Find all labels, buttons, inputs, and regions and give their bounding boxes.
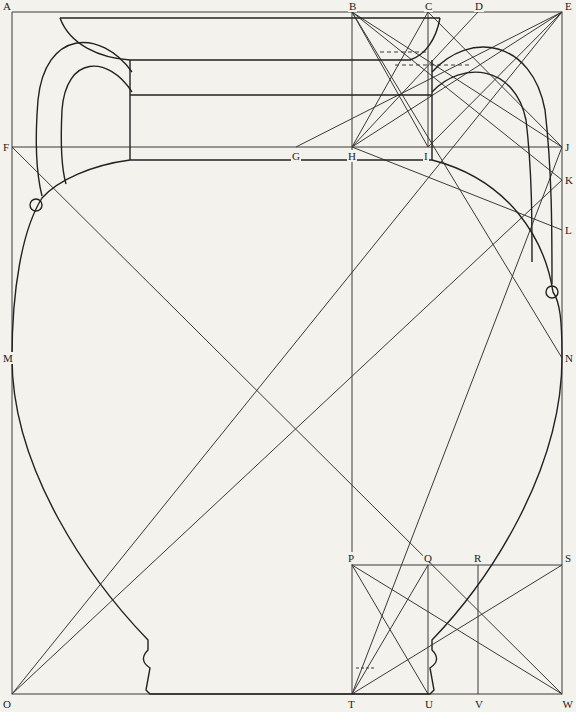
point-label: A [2, 0, 12, 12]
point-label: S [564, 552, 572, 564]
point-label: R [473, 552, 482, 564]
point-label: U [424, 698, 434, 710]
point-label: W [562, 698, 574, 710]
point-label: G [291, 150, 301, 162]
point-label: C [424, 0, 433, 12]
point-label: V [474, 698, 484, 710]
point-label: J [564, 141, 570, 153]
point-label: K [564, 174, 574, 186]
point-label: D [474, 0, 484, 12]
point-label: O [2, 698, 12, 710]
point-label: H [347, 150, 357, 162]
point-label: N [564, 352, 574, 364]
point-label: Q [423, 552, 433, 564]
point-label: L [564, 224, 573, 236]
point-label: T [347, 698, 356, 710]
vase-outline [12, 18, 562, 694]
point-label: E [564, 0, 573, 12]
point-label: P [347, 552, 355, 564]
construction-lines [12, 12, 562, 694]
point-label: I [423, 150, 429, 162]
point-label: F [2, 141, 10, 153]
point-label: M [2, 352, 14, 364]
point-label: B [348, 0, 357, 12]
